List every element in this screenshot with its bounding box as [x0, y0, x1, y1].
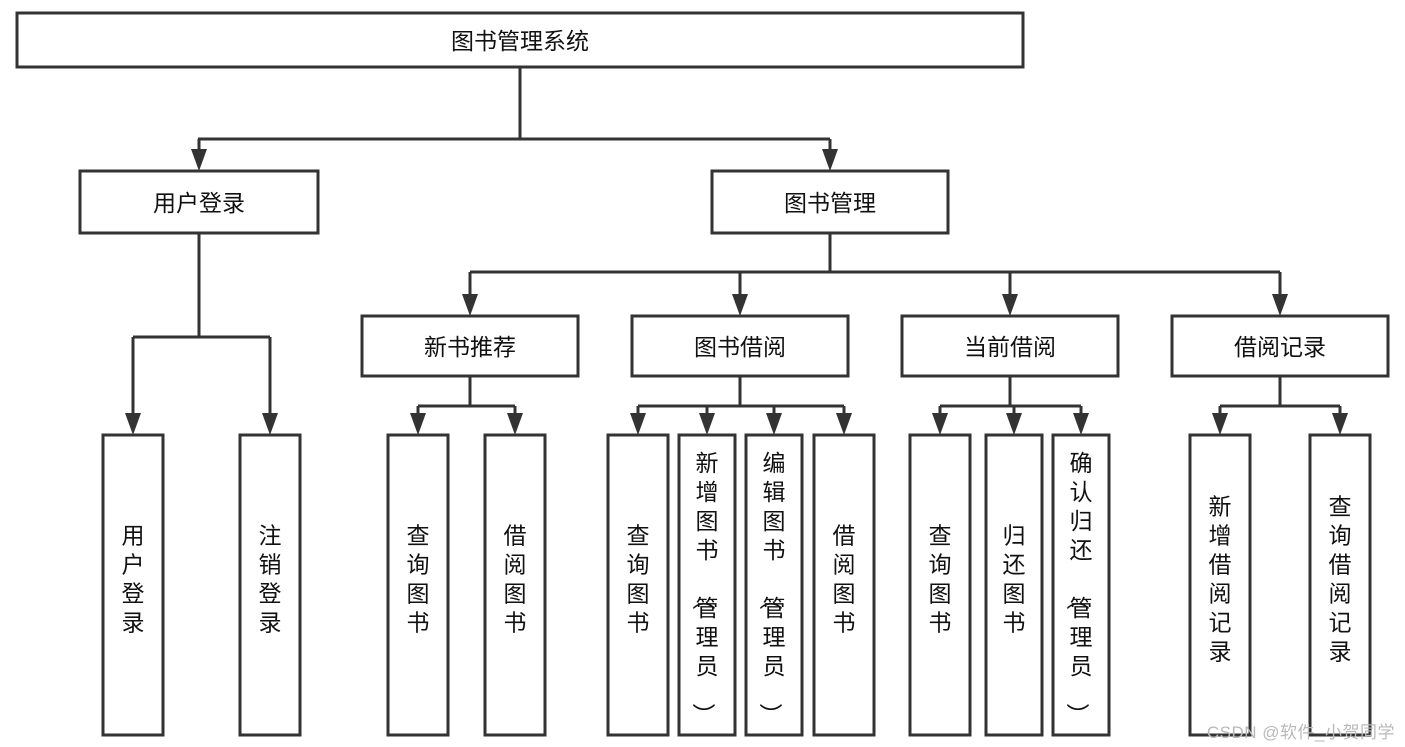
node-label: 图书管理 [784, 190, 876, 216]
node-leaf-add-record[interactable]: 新增借阅记录 [1188, 433, 1252, 737]
node-label: 确认归还（管理员） [1065, 450, 1093, 726]
edge-borrow-record-to-leaf-query-record [1332, 406, 1348, 435]
node-leaf-query-record[interactable]: 查询借阅记录 [1308, 433, 1372, 737]
node-leaf-user-login[interactable]: 用户登录 [101, 433, 165, 737]
nodes-layer: 图书管理系统用户登录图书管理新书推荐图书借阅当前借阅借阅记录用户登录注销登录查询… [15, 11, 1390, 737]
edge-book-manage-to-book-borrow [732, 272, 748, 316]
connector-bar-user-login [133, 233, 270, 339]
edge-root-to-user-login [191, 139, 207, 171]
node-label: 图书管理系统 [451, 28, 589, 54]
edge-new-book-rec-to-leaf-borrow-book-1 [507, 406, 523, 435]
edge-book-manage-to-new-book-rec [462, 272, 478, 316]
edge-book-borrow-to-leaf-query-book-2 [630, 406, 646, 435]
connector-bar-root [198, 67, 830, 141]
connector-bar-book-manage [470, 233, 1280, 274]
node-label: 用户登录 [153, 190, 245, 216]
edge-book-borrow-to-leaf-borrow-book-2 [836, 406, 852, 435]
node-label: 查询借阅记录 [1329, 494, 1352, 665]
node-user-login[interactable]: 用户登录 [78, 169, 320, 235]
node-label: 编辑图书（管理员） [758, 450, 786, 726]
edge-book-borrow-to-leaf-edit-book [766, 406, 782, 435]
connector-bar-new-book-rec [418, 376, 515, 408]
node-leaf-confirm-return[interactable]: 确认归还（管理员） [1051, 433, 1111, 737]
node-leaf-edit-book[interactable]: 编辑图书（管理员） [744, 433, 804, 737]
node-label: 查询图书 [929, 523, 952, 636]
edge-user-login-to-leaf-user-logout [262, 337, 278, 435]
node-label: 借阅记录 [1234, 334, 1326, 360]
node-label: 新书推荐 [424, 334, 516, 360]
node-book-manage[interactable]: 图书管理 [710, 169, 950, 235]
edge-book-manage-to-current-borrow [1002, 272, 1018, 316]
node-leaf-query-book-2[interactable]: 查询图书 [606, 433, 670, 737]
edge-current-borrow-to-leaf-return-book [1006, 406, 1022, 435]
edge-new-book-rec-to-leaf-query-book-1 [410, 406, 426, 435]
node-leaf-user-logout[interactable]: 注销登录 [238, 433, 302, 737]
edges-layer [125, 67, 1348, 435]
node-borrow-record[interactable]: 借阅记录 [1170, 314, 1390, 378]
connector-bar-book-borrow [638, 376, 844, 408]
node-leaf-return-book[interactable]: 归还图书 [984, 433, 1044, 737]
edge-user-login-to-leaf-user-login [125, 337, 141, 435]
node-book-borrow[interactable]: 图书借阅 [630, 314, 850, 378]
node-new-book-rec[interactable]: 新书推荐 [360, 314, 580, 378]
node-label: 新增图书（管理员） [691, 450, 719, 726]
node-root[interactable]: 图书管理系统 [15, 11, 1025, 69]
edge-current-borrow-to-leaf-confirm-return [1073, 406, 1089, 435]
node-leaf-borrow-book-1[interactable]: 借阅图书 [483, 433, 547, 737]
node-leaf-query-book-1[interactable]: 查询图书 [386, 433, 450, 737]
connector-bar-borrow-record [1220, 376, 1340, 408]
node-current-borrow[interactable]: 当前借阅 [900, 314, 1120, 378]
node-label: 图书借阅 [694, 334, 786, 360]
edge-root-to-book-manage [822, 139, 838, 171]
node-label: 借阅图书 [504, 523, 527, 636]
node-leaf-borrow-book-2[interactable]: 借阅图书 [812, 433, 876, 737]
node-label: 借阅图书 [833, 523, 856, 636]
edge-borrow-record-to-leaf-add-record [1212, 406, 1228, 435]
node-label: 注销登录 [259, 523, 282, 636]
edge-book-manage-to-borrow-record [1272, 272, 1288, 316]
node-label: 归还图书 [1003, 523, 1026, 636]
node-label: 查询图书 [627, 523, 650, 636]
node-label: 查询图书 [407, 523, 430, 636]
node-label: 新增借阅记录 [1209, 494, 1232, 665]
node-label: 用户登录 [122, 523, 145, 636]
node-label: 当前借阅 [964, 334, 1056, 360]
node-leaf-add-book[interactable]: 新增图书（管理员） [677, 433, 737, 737]
edge-current-borrow-to-leaf-query-book-3 [932, 406, 948, 435]
connector-bar-current-borrow [940, 376, 1081, 408]
node-leaf-query-book-3[interactable]: 查询图书 [908, 433, 972, 737]
edge-book-borrow-to-leaf-add-book [699, 406, 715, 435]
